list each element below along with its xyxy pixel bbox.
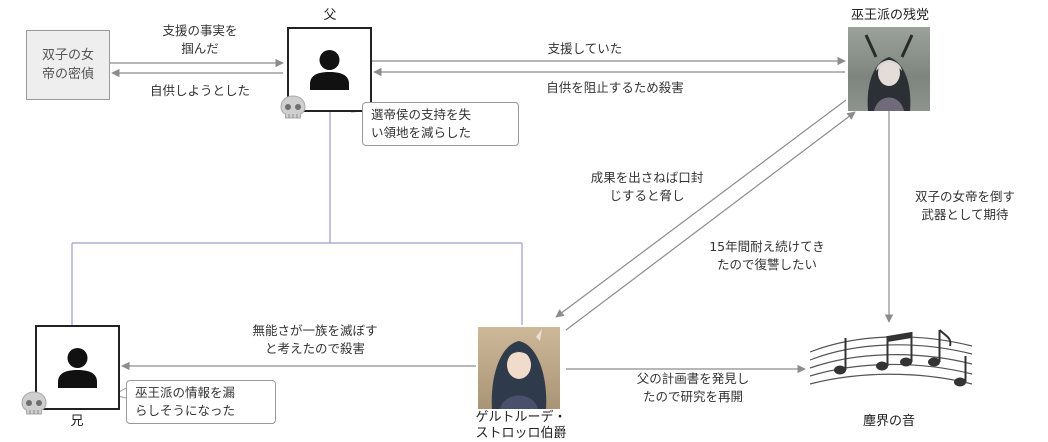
faction-portrait[interactable] [848,27,930,111]
edge-label-faction-to-music: 双子の女帝を倒す 武器として期待 [914,189,1015,222]
edge-label-father-to-sister: 自供しようとした [149,83,250,98]
father-label: 父 [323,8,337,23]
skull-icon [280,95,306,119]
edge-label-gertrude-to-music: 父の計画書を発見し たので研究を再開 [636,371,750,404]
sister-spy-box[interactable]: 双子の女 帝の密偵 [26,30,110,100]
gertrude-portrait[interactable] [478,327,560,409]
faction-label: 巫王派の残党 [850,8,929,23]
family-line [71,110,523,325]
faction-avatar-image [864,34,914,111]
music-label: 塵界の音 [862,414,915,429]
father-note: 選帝侯の支持を失 い領地を減らした [362,102,519,146]
person-silhouette-icon [310,50,349,90]
skull-icon [21,391,47,415]
brother-label: 兄 [70,414,84,429]
edge-label-gertrude-to-faction: 15年間耐え続けてき たので復讐したい [709,239,825,272]
gertrude-label: ゲルトルーデ・ ストロッロ伯爵 [475,410,567,441]
edge-label-sister-to-father: 支援の事実を 掴んだ [162,23,238,56]
brother-note: 巫王派の情報を漏 らしそうになった [126,380,276,424]
brother-box[interactable] [35,325,120,410]
father-box[interactable] [287,27,372,112]
music-notes-icon [809,329,973,387]
arrow-gertrude-to-faction [565,111,856,331]
edge-label-gertrude-to-brother: 無能さが一族を滅ぼす と考えたので殺害 [252,323,378,356]
arrow-faction-to-gertrude [555,99,847,318]
edge-label-faction-to-father: 自供を阻止するため殺害 [546,80,684,95]
gertrude-avatar-image [491,329,547,409]
edge-label-faction-to-gertrude: 成果を出さねば口封 じすると脅し [590,170,704,203]
edge-label-father-to-faction: 支援していた [547,41,623,56]
person-silhouette-icon [58,348,97,388]
